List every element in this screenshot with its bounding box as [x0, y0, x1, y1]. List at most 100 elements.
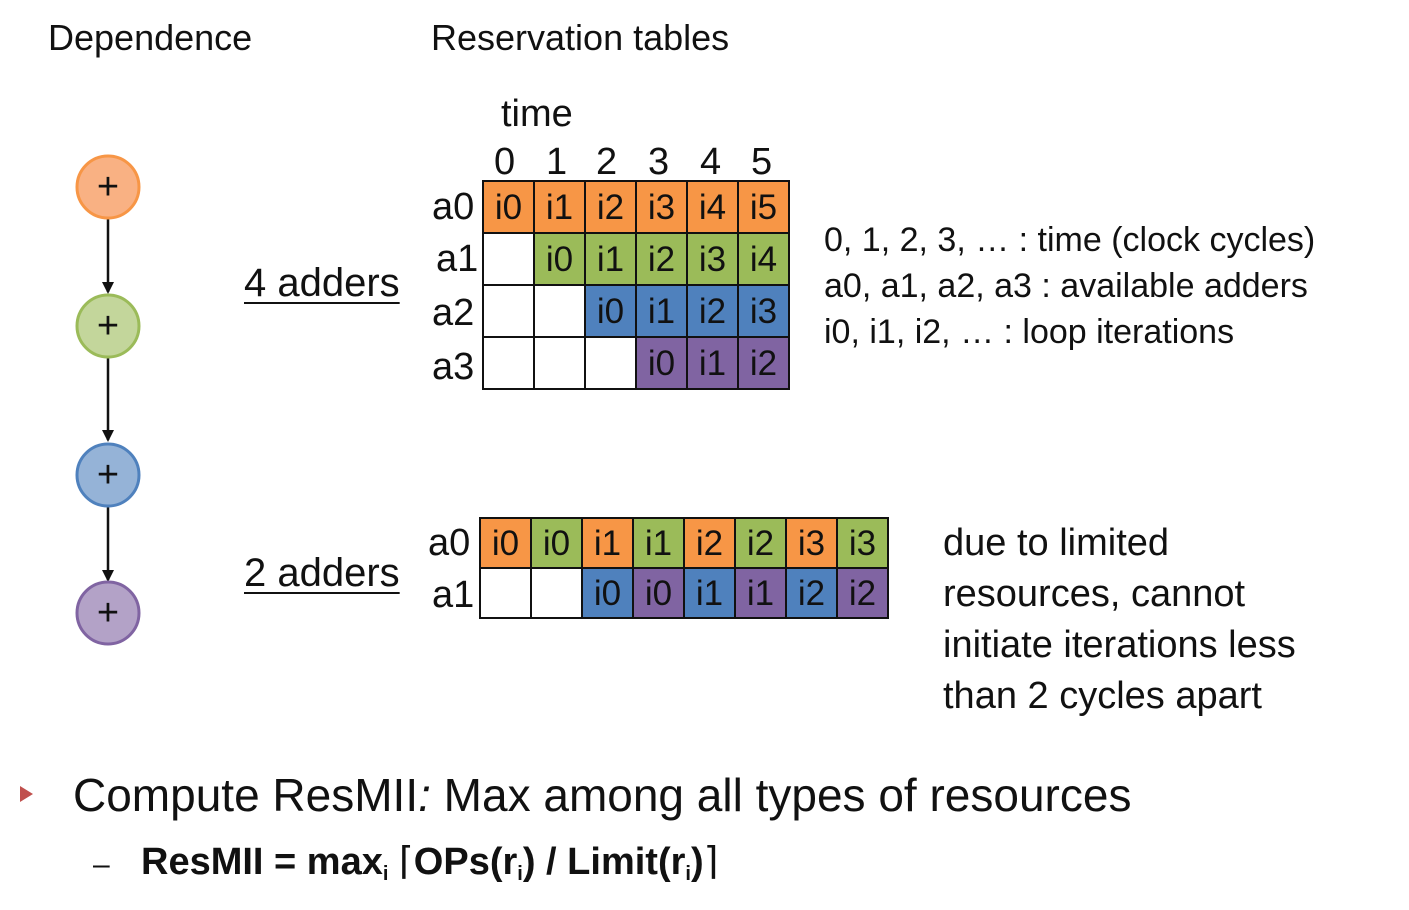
iteration-cell: i0 [533, 232, 586, 286]
dependence-header: Dependence [48, 17, 253, 58]
legend-line: 0, 1, 2, 3, … : time (clock cycles) [824, 221, 1316, 259]
resmii-formula: ResMII = maxi ⌈OPs(ri) / Limit(ri)⌉ [141, 843, 718, 884]
iteration-cell: i2 [734, 517, 787, 569]
note-line: resources, cannot [943, 573, 1246, 615]
formula-mid: ) / Limit(r [522, 841, 686, 883]
add-node-1 [75, 154, 141, 220]
formula-dash: – [93, 848, 110, 881]
iteration-cell: i1 [632, 517, 685, 569]
iteration-cell: i3 [737, 284, 790, 338]
iteration-cell: i1 [581, 517, 634, 569]
adder-row-label: a0 [432, 186, 475, 228]
empty-cell [584, 336, 637, 390]
adder-row-label: a1 [432, 574, 475, 616]
add-node-3 [75, 442, 141, 508]
iteration-cell: i1 [683, 567, 736, 619]
iteration-cell: i4 [686, 180, 739, 234]
dependence-graph: + + + + [0, 0, 220, 700]
bullet-text: Compute ResMII: Max among all types of r… [73, 772, 1131, 818]
legend-line: a0, a1, a2, a3 : available adders [824, 267, 1308, 305]
iteration-cell: i1 [734, 567, 787, 619]
formula-lim-sub: i [685, 863, 691, 885]
limited-resources-note: due to limited resources, cannot initiat… [943, 518, 1296, 722]
iteration-cell: i0 [584, 284, 637, 338]
bullet-colon: : [418, 769, 431, 821]
time-label: time [501, 93, 573, 135]
empty-cell [533, 336, 586, 390]
adder-row-label: a0 [428, 522, 471, 564]
note-line: due to limited [943, 522, 1170, 564]
plus-label: + [96, 454, 120, 496]
adder-row-label: a1 [436, 238, 479, 280]
iteration-cell: i1 [584, 232, 637, 286]
iteration-cell: i0 [482, 180, 535, 234]
time-col-label: 1 [546, 141, 568, 183]
time-col-label: 4 [700, 141, 722, 183]
add-node-4 [75, 580, 141, 646]
two-adders-label: 2 adders [244, 551, 400, 595]
iteration-cell: i0 [635, 336, 688, 390]
time-col-label: 3 [648, 141, 670, 183]
time-col-label: 5 [751, 141, 773, 183]
iteration-cell: i3 [686, 232, 739, 286]
empty-cell [482, 336, 535, 390]
adder-row-label: a2 [432, 292, 475, 334]
note-line: than 2 cycles apart [943, 675, 1262, 717]
formula-ops-sub: i [517, 863, 523, 885]
time-col-label: 2 [596, 141, 618, 183]
empty-cell [479, 567, 532, 619]
iteration-cell: i0 [479, 517, 532, 569]
ceiling-close-symbol: ⌉ [703, 841, 719, 883]
bullet-lead: Compute ResMII [73, 769, 419, 821]
iteration-cell: i2 [686, 284, 739, 338]
iteration-cell: i1 [686, 336, 739, 390]
empty-cell [482, 284, 535, 338]
iteration-cell: i5 [737, 180, 790, 234]
iteration-cell: i3 [635, 180, 688, 234]
iteration-cell: i4 [737, 232, 790, 286]
adder-row-label: a3 [432, 346, 475, 388]
iteration-cell: i2 [836, 567, 889, 619]
time-col-label: 0 [494, 141, 516, 183]
formula-lhs-sub: i [382, 863, 389, 885]
empty-cell [530, 567, 583, 619]
plus-label: + [96, 166, 120, 208]
iteration-cell: i2 [584, 180, 637, 234]
iteration-cell: i1 [635, 284, 688, 338]
iteration-cell: i2 [683, 517, 736, 569]
formula-close: ) [690, 841, 704, 883]
plus-label: + [96, 305, 120, 347]
add-node-2 [75, 293, 141, 359]
formula-lhs: ResMII = max [141, 841, 383, 883]
ceiling-open-symbol: ⌈ [398, 841, 414, 883]
iteration-cell: i2 [785, 567, 838, 619]
iteration-cell: i0 [581, 567, 634, 619]
dependence-graph-svg [75, 154, 141, 646]
empty-cell [482, 232, 535, 286]
iteration-cell: i0 [632, 567, 685, 619]
iteration-cell: i3 [785, 517, 838, 569]
note-line: initiate iterations less [943, 624, 1296, 666]
empty-cell [533, 284, 586, 338]
reservation-tables-header: Reservation tables [431, 17, 730, 58]
legend: 0, 1, 2, 3, … : time (clock cycles) a0, … [824, 217, 1315, 355]
iteration-cell: i0 [530, 517, 583, 569]
iteration-cell: i3 [836, 517, 889, 569]
four-adders-label: 4 adders [244, 261, 400, 305]
iteration-cell: i2 [635, 232, 688, 286]
legend-line: i0, i1, i2, … : loop iterations [824, 313, 1235, 351]
iteration-cell: i2 [737, 336, 790, 390]
formula-ops: OPs(r [413, 841, 518, 883]
bullet-arrow-icon [20, 786, 33, 802]
bullet-rest: Max among all types of resources [430, 769, 1132, 821]
